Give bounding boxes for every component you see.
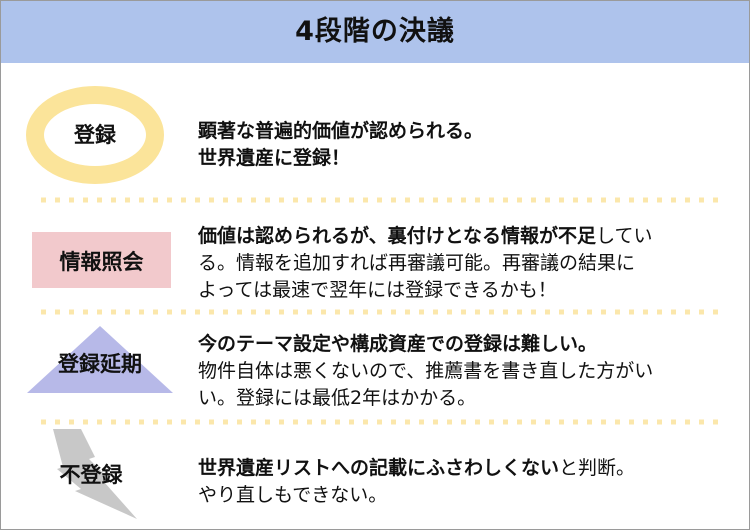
desc-text: い。登録には最低2年はかかる。 xyxy=(198,387,477,409)
ring-shape xyxy=(26,86,164,184)
desc-text: る。情報を追加すれば再審議可能。再審議の結果に xyxy=(198,252,636,274)
desc-line: 価値は認められるが、裏付けとなる情報が不足してい xyxy=(198,223,653,250)
desc-text-bold: 今のテーマ設定や構成資産での登録は難しい。 xyxy=(198,333,598,355)
desc-text: してい xyxy=(596,225,653,247)
desc-line: 今のテーマ設定や構成資産での登録は難しい。 xyxy=(198,331,653,358)
desc-line: よっては最速で翌年には登録できるかも！ xyxy=(198,277,653,304)
desc-text-bold: 価値は認められるが、裏付けとなる情報が不足 xyxy=(198,225,597,247)
desc-line: 世界遺産に登録！ xyxy=(198,145,483,172)
slide-title: 4段階の決議 xyxy=(295,16,455,47)
desc-line: 世界遺産リストへの記載にふさわしくないと判断。 xyxy=(198,455,635,482)
stage-desc-deferral: 今のテーマ設定や構成資産での登録は難しい。物件自体は悪くないので、推薦書を書き直… xyxy=(198,331,653,412)
desc-text: と判断。 xyxy=(559,457,636,479)
lightning-polygon xyxy=(53,429,137,519)
title-bar xyxy=(1,1,749,63)
triangle-polygon xyxy=(27,326,173,393)
desc-line: い。登録には最低2年はかかる。 xyxy=(198,385,653,412)
desc-text: よっては最速で翌年には登録できるかも！ xyxy=(198,279,557,301)
stage-label-referral: 情報照会 xyxy=(59,250,144,274)
divider-1 xyxy=(41,197,723,203)
desc-line: やり直しもできない。 xyxy=(198,482,635,509)
desc-text-bold: 顕著な普遍的価値が認められる。 xyxy=(198,120,484,142)
stage-label-inscription: 登録 xyxy=(74,123,116,147)
desc-line: 顕著な普遍的価値が認められる。 xyxy=(198,118,483,145)
referral-box xyxy=(32,232,171,288)
desc-text: 物件自体は悪くないので、推薦書を書き直した方がい xyxy=(198,360,654,382)
desc-line: 物件自体は悪くないので、推薦書を書き直した方がい xyxy=(198,358,653,385)
divider-3 xyxy=(41,419,723,425)
stage-desc-inscription: 顕著な普遍的価値が認められる。世界遺産に登録！ xyxy=(198,118,483,172)
desc-text-bold: 世界遺産リストへの記載にふさわしくない xyxy=(198,457,560,479)
triangle-shape xyxy=(27,326,173,393)
desc-line: る。情報を追加すれば再審議可能。再審議の結果に xyxy=(198,250,653,277)
divider-2 xyxy=(41,309,723,315)
desc-text: やり直しもできない。 xyxy=(198,484,388,506)
stage-desc-not-inscribed: 世界遺産リストへの記載にふさわしくないと判断。やり直しもできない。 xyxy=(198,455,635,509)
stage-desc-referral: 価値は認められるが、裏付けとなる情報が不足している。情報を追加すれば再審議可能。… xyxy=(198,223,653,304)
stage-label-not-inscribed: 不登録 xyxy=(59,463,123,487)
lightning-icon xyxy=(53,429,137,519)
ring-ellipse xyxy=(26,86,164,184)
desc-text-bold: 世界遺産に登録！ xyxy=(198,147,351,169)
stage-label-deferral: 登録延期 xyxy=(58,352,142,376)
